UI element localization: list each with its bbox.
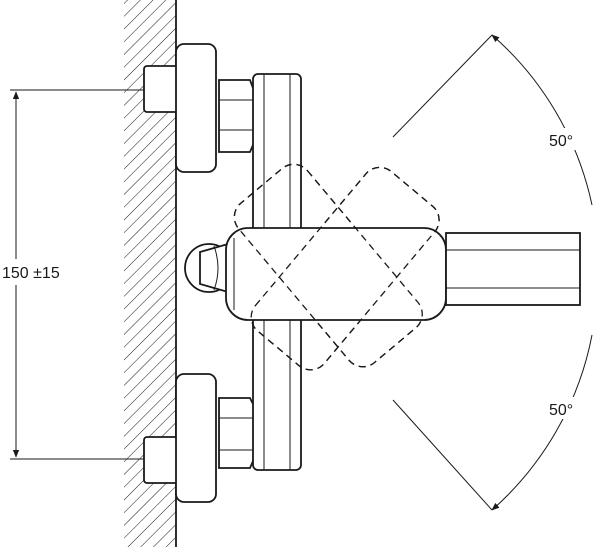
handle-overlay-dashes (233, 163, 440, 371)
angle-upper-label: 50° (549, 133, 573, 150)
angle-indicator-lower: 50° (392, 334, 593, 511)
spacing-label: 150 ±15 (2, 265, 60, 282)
angle-indicator-upper: 50° (392, 34, 593, 206)
angle-lower-label: 50° (549, 402, 573, 419)
spout-handle (225, 227, 447, 321)
upper-connector (143, 43, 257, 173)
outlet-spout (445, 232, 581, 306)
spacing-dimension: 150 ±15 (0, 89, 145, 460)
